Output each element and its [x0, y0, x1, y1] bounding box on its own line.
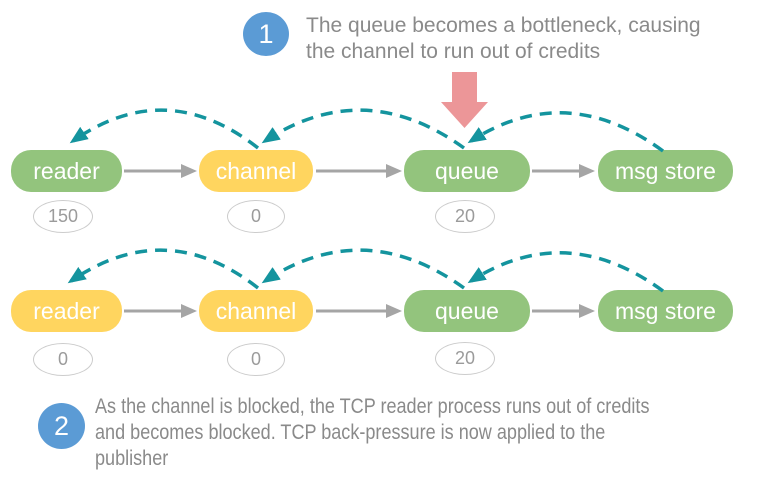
row1-node-channel: channel	[199, 150, 313, 192]
row2-queue-credit-badge: 20	[435, 342, 495, 375]
row1-queue-credit-badge: 20	[435, 200, 495, 233]
step-2-caption-line-1: As the channel is blocked, the TCP reade…	[95, 395, 650, 418]
row1-channel-credit-badge: 0	[227, 200, 285, 233]
row1-credit-flow-arc-queue-to-channel-icon	[261, 108, 466, 150]
row2-node-reader: reader	[11, 290, 122, 332]
row2-credit-flow-arc-msg-store-to-queue-icon	[467, 251, 665, 293]
row2-channel-credit-badge: 0	[227, 343, 285, 376]
row2-node-msg-store: msg store	[598, 290, 733, 332]
step-2-caption: As the channel is blocked, the TCP reade…	[95, 394, 769, 472]
row2-reader-credit-badge: 0	[33, 343, 93, 376]
row2-credit-flow-arc-channel-to-reader-icon	[67, 248, 260, 290]
row1-node-reader: reader	[11, 150, 122, 192]
step-2-caption-line-3: publisher	[95, 447, 169, 470]
step-1-caption-line-2: the channel to run out of credits	[306, 40, 601, 63]
bottleneck-down-arrow-icon	[441, 72, 488, 128]
row1-reader-credit-badge: 150	[33, 200, 93, 233]
row2-node-channel: channel	[199, 290, 313, 332]
row2-credit-flow-arc-queue-to-channel-icon	[261, 248, 466, 290]
row1-credit-flow-arc-msg-store-to-queue-icon	[467, 111, 665, 153]
row1-node-queue: queue	[404, 150, 530, 192]
step-2-caption-line-2: and becomes blocked. TCP back-pressure i…	[95, 421, 606, 444]
step-2-number-badge: 2	[38, 403, 85, 449]
step-1-caption: The queue becomes a bottleneck, causing …	[306, 13, 701, 65]
row1-node-msg-store: msg store	[598, 150, 733, 192]
row1-credit-flow-arc-channel-to-reader-icon	[69, 108, 260, 150]
row2-node-queue: queue	[404, 290, 530, 332]
step-1-number-badge: 1	[243, 12, 289, 56]
step-1-caption-line-1: The queue becomes a bottleneck, causing	[306, 14, 701, 37]
